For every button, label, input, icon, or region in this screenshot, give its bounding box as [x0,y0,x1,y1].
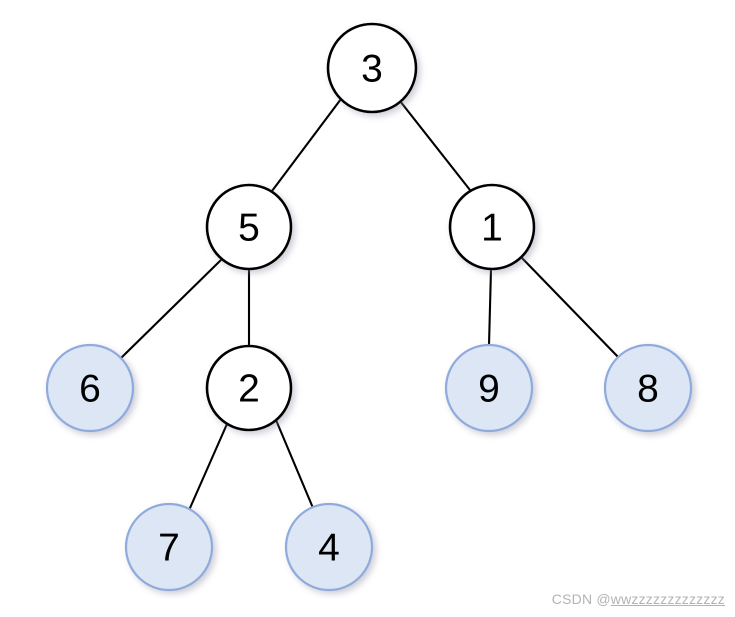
tree-edge-n3-n5 [270,97,343,193]
csdn-watermark: CSDN @wwzzzzzzzzzzzzz [552,591,725,607]
tree-node-7[interactable]: 7 [124,502,214,592]
node-circle-1 [448,183,536,271]
tree-edge-n1-n9 [487,267,493,347]
node-label-6: 6 [79,368,101,411]
node-circle-8 [603,343,693,433]
tree-edges [118,97,622,510]
tree-node-4[interactable]: 4 [284,502,374,592]
watermark-handle: wwzzzzzzzzzzzzz [610,591,725,607]
node-label-2: 2 [238,368,260,411]
tree-node-8[interactable]: 8 [603,343,693,433]
tree-nodes: 3 5 1 6 2 9 8 7 4 [45,22,693,592]
node-label-3: 3 [361,48,383,91]
node-circle-6 [45,343,135,433]
node-label-7: 7 [158,527,180,570]
node-label-5: 5 [238,207,260,250]
node-circle-9 [444,343,534,433]
tree-edge-n5-n6 [118,257,224,361]
tree-edge-n1-n8 [519,255,622,361]
node-circle-2 [205,344,293,432]
tree-edge-n2-n7 [188,422,229,510]
watermark-prefix: CSDN @ [551,591,611,607]
node-circle-4 [284,502,374,592]
node-circle-5 [205,183,293,271]
tree-node-2[interactable]: 2 [205,344,293,432]
node-circle-3 [326,22,418,114]
tree-node-5[interactable]: 5 [205,183,293,271]
tree-node-9[interactable]: 9 [444,343,534,433]
node-label-9: 9 [478,368,500,411]
tree-node-3[interactable]: 3 [326,22,418,114]
node-label-1: 1 [481,207,503,250]
tree-node-6[interactable]: 6 [45,343,135,433]
node-label-4: 4 [318,527,340,570]
node-circle-7 [124,502,214,592]
tree-edge-n3-n1 [398,99,472,192]
tree-edge-n2-n4 [274,418,315,510]
tree-node-1[interactable]: 1 [448,183,536,271]
node-label-8: 8 [637,368,659,411]
